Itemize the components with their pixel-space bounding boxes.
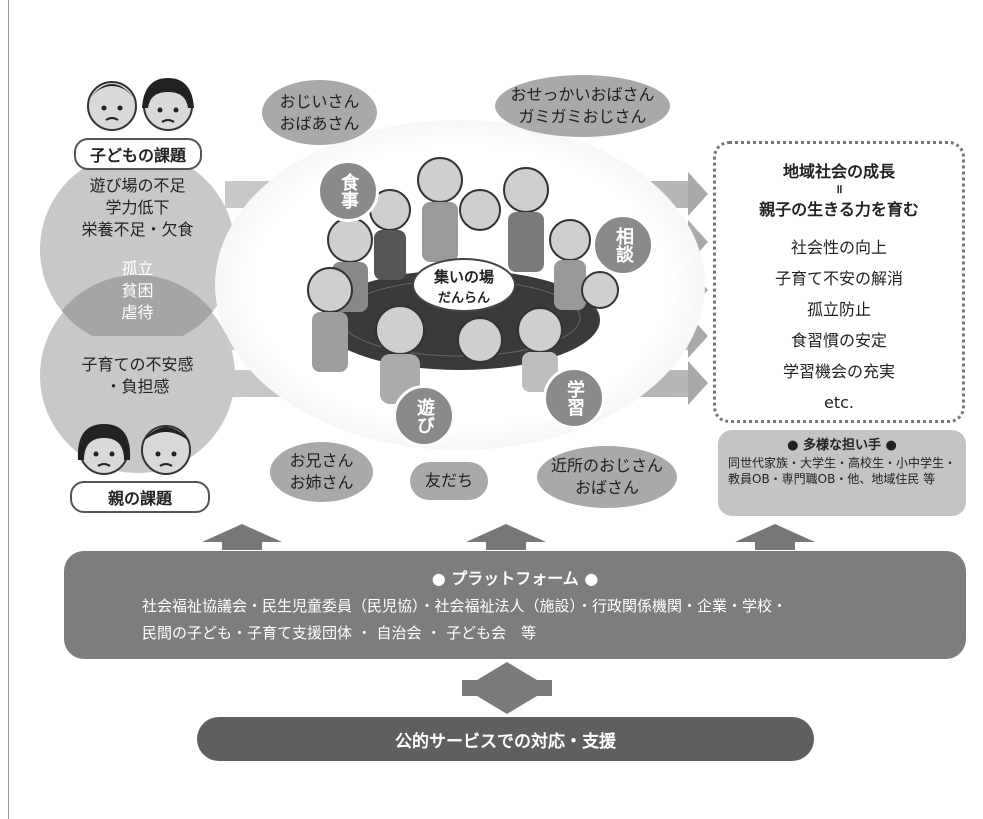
growth-item: 社会性の向上: [790, 238, 887, 257]
up-arrow-left: [202, 524, 282, 542]
activity-study: 学習: [543, 367, 605, 429]
growth-item: 子育て不安の解消: [774, 269, 903, 288]
up-arrow-center: [466, 524, 546, 542]
growth-item: etc.: [824, 393, 854, 412]
arrow-head-1: [688, 172, 708, 216]
overlap-region: [40, 246, 235, 336]
up-arrow-left-stem: [222, 542, 262, 550]
arrow-head-5: [688, 361, 708, 405]
diagram-frame: [8, 0, 983, 819]
child-issues-label: 子どもの課題: [74, 138, 203, 170]
up-arrow-right: [735, 524, 815, 542]
double-arrow: [462, 662, 552, 714]
bubble-neighbors: 近所のおじさん おばさん: [537, 446, 677, 508]
gathering-place-label-line1: 集いの場: [433, 268, 494, 286]
platform-box: ● プラットフォーム ● 社会福祉協議会・民生児童委員（民児協）・社会福祉法人（…: [64, 551, 966, 659]
child-illustration: [80, 68, 200, 138]
up-arrow-right-stem: [755, 542, 795, 550]
growth-title-line2: 親子の生きる力を育む: [759, 200, 919, 219]
community-growth-box: 地域社会の成長 ॥ 親子の生きる力を育む 社会性の向上 子育て不安の解消 孤立防…: [713, 141, 965, 423]
activity-consult: 相談: [592, 214, 654, 276]
supporters-box: ● 多様な担い手 ● 同世代家族・大学生・高校生・小中学生・教員OB・専門職OB…: [718, 430, 966, 516]
gathering-place-label: 集いの場 だんらん: [412, 258, 516, 312]
bubble-siblings: お兄さん お姉さん: [270, 442, 373, 502]
gathering-place-label-line2: だんらん: [437, 291, 490, 306]
platform-line2: 民間の子ども・子育て支援団体 ・ 自治会 ・ 子ども会 等: [142, 624, 537, 642]
child-issues-list: 遊び場の不足 学力低下 栄養不足・欠食: [81, 176, 194, 239]
bubble-busybodies: おせっかいおばさん ガミガミおじさん: [495, 75, 670, 137]
shared-issues-list: 孤立 貧困 虐待: [121, 259, 154, 322]
parent-issues-list: 子育ての不安感 ・負担感: [81, 355, 194, 396]
parent-illustration: [70, 412, 200, 482]
up-arrow-center-stem: [486, 542, 526, 550]
growth-item: 食習慣の安定: [790, 331, 887, 350]
growth-item: 孤立防止: [806, 300, 871, 319]
growth-item: 学習機会の充実: [782, 362, 895, 381]
bubble-grandparents: おじいさん おばあさん: [262, 80, 377, 145]
parent-issues-label: 親の課題: [70, 481, 211, 513]
community-people-illustration: [290, 150, 630, 420]
activity-play: 遊び: [393, 385, 455, 447]
bubble-friends: 友だち: [410, 462, 488, 500]
platform-line1: 社会福祉協議会・民生児童委員（民児協）・社会福祉法人（施設）・行政関係機関・企業…: [142, 597, 788, 615]
public-service-box: 公的サービスでの対応・支援: [197, 717, 814, 761]
activity-meal: 食事: [317, 160, 379, 222]
growth-title-line1: 地域社会の成長: [782, 162, 895, 181]
supporters-text: 同世代家族・大学生・高校生・小中学生・教員OB・専門職OB・他、地域住民 等: [728, 456, 957, 486]
platform-title: ● プラットフォーム ●: [431, 569, 599, 588]
growth-equals: ॥: [835, 182, 843, 196]
supporters-title: ● 多様な担い手 ●: [787, 438, 897, 453]
